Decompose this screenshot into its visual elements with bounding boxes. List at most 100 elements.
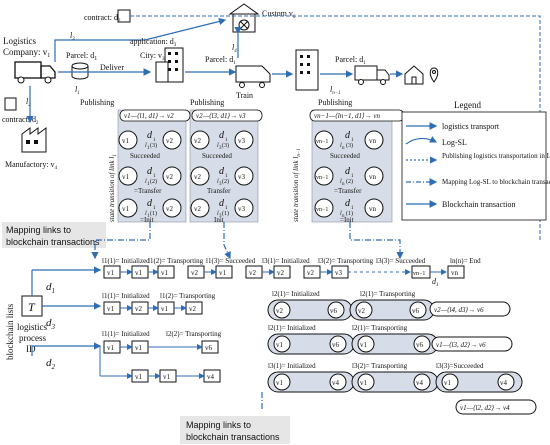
svg-text:v6: v6 [416,341,424,349]
svg-text:Init: Init [214,216,224,224]
legend-item-logsl: Log-SL [442,138,467,147]
home-icon [404,65,424,85]
transport-arrow-l3-top [54,17,227,62]
svg-text:v6: v6 [205,344,213,352]
svg-text:=Init: =Init [340,216,354,224]
svg-text:l: l [340,211,342,217]
contract-left-label: contract: d2 [2,115,39,126]
mapping-callout-bottom-line1: Mapping links to [186,420,251,430]
svg-text:v2: v2 [166,137,174,145]
svg-text:v1: v1 [219,269,227,277]
svg-text:1: 1 [351,206,354,211]
svg-text:v1: v1 [161,269,169,277]
svg-text:v4: v4 [207,373,215,381]
mapping-line-1 [91,222,151,260]
contract-icon [117,9,131,23]
svg-text:1: 1 [351,174,354,179]
chain-row-d2-capsules-1: l2(1)= Initialized v1 v6 l2(1)= Transpor… [267,324,513,355]
svg-text:v1: v1 [276,379,284,387]
parcel-label-2: Parcel: d1 [205,55,236,66]
panel-header-text-1: v1—⟨l1, d1⟩→ v2 [124,112,174,120]
svg-text:1: 1 [147,182,150,187]
parcel-label-1: Parcel: d1 [66,51,97,62]
svg-text:d: d [345,130,351,141]
location-pin-icon [429,67,439,83]
svg-text:d: d [147,130,153,141]
svg-text:v1: v1 [444,379,452,387]
logistics-id-line2: process [19,333,46,343]
mapping-callout-top [2,222,106,248]
link-l3-label: l3 [70,31,75,42]
office-building-icon [295,49,319,91]
factory-icon [21,127,47,153]
svg-text:l1(1)= Initialized: l1(1)= Initialized [102,292,150,300]
svg-text:=Transfer: =Transfer [134,187,162,195]
svg-text:l2(1)= Initialized: l2(1)= Initialized [272,290,320,298]
svg-text:v3: v3 [335,269,343,277]
svg-text:(2): (2) [150,178,157,185]
mapping-callout-top-line2: blockchain transactions [6,237,100,247]
svg-text:1: 1 [153,138,156,143]
svg-text:l1(2)= Transporting: l1(2)= Transporting [160,292,216,300]
svg-text:vn−1: vn−1 [316,139,328,145]
legend-swatch-logsl [405,136,438,145]
link-ln1-label: ln−1 [330,85,341,96]
svg-text:d: d [147,198,153,209]
svg-text:Succeeded: Succeeded [202,152,232,160]
svg-text:=Transfer: =Transfer [334,187,362,195]
link-l1-label: l1 [75,85,80,96]
svg-text:n: n [342,146,345,151]
svg-text:l3(2)= Transporting: l3(2)= Transporting [352,362,408,370]
svg-text:(2): (2) [346,178,353,185]
chain-row-d2: l1(1)= Initialized l2(2)= Transporting v… [99,330,222,383]
legend-item-blockchain: Blockchain transaction [442,200,516,209]
svg-text:v1: v1 [135,344,143,352]
svg-text:v6: v6 [330,307,338,315]
svg-text:=Init: =Init [140,216,154,224]
svg-text:v2: v2 [249,269,257,277]
svg-text:l: l [217,211,219,217]
svg-text:(3): (3) [150,142,157,149]
svg-text:1: 1 [225,138,228,143]
chain-row-d3-capsules: v2 v6 l2(1)= Initialized v2 v6 l2(1)= Tr… [267,290,511,321]
svg-text:d: d [219,166,225,177]
deliver-label: Deliver [100,63,124,72]
svg-text:v2: v2 [189,305,197,313]
blockchain-lists-label: blockchain lists [5,303,15,360]
svg-text:(2): (2) [222,178,229,185]
svg-text:v1—⟨l2, d2⟩→ v4: v1—⟨l2, d2⟩→ v4 [460,404,510,412]
svg-text:v3: v3 [238,173,246,181]
svg-text:l: l [217,143,219,149]
svg-text:v2: v2 [135,305,143,313]
panel-header-1 [119,109,191,122]
svg-text:l2(1)= Transporting: l2(1)= Transporting [352,324,408,332]
svg-text:v2: v2 [276,307,284,315]
svg-text:3: 3 [219,182,222,187]
svg-text:v2—⟨l4, d3⟩→ v6: v2—⟨l4, d3⟩→ v6 [434,306,484,314]
svg-text:v1: v1 [122,205,130,213]
mapping-callout-bottom-line2: blockchain transactions [186,432,280,442]
svg-text:l2(1)= Transporting: l2(1)= Transporting [360,290,416,298]
svg-text:3: 3 [219,146,222,151]
svg-text:v1—⟨l3, d2⟩→ v6: v1—⟨l3, d2⟩→ v6 [436,341,486,349]
panel-header-text-2: v2—⟨l3, d1⟩→ v3 [196,112,246,120]
svg-text:v2: v2 [166,205,174,213]
chain-row-d2-capsules-2: l3(1)= Initialized v1 v4 l3(2)= Transpor… [267,362,537,415]
logistics-id-line3: ID [26,344,36,354]
svg-text:l: l [217,179,219,185]
train-icon [235,65,271,88]
svg-text:1: 1 [147,214,150,219]
mapping-line-3 [349,222,404,260]
truck-icon-2 [354,65,390,85]
svg-text:(1): (1) [222,210,229,217]
chain-d2-label: d2 [46,357,56,371]
legend-item-mapping: Mapping Log-SL to blockchain transaction [442,178,550,186]
chain-d1-label: d1 [46,281,55,295]
svg-text:v2: v2 [277,269,285,277]
svg-text:v3: v3 [238,205,246,213]
svg-text:l3(3)= Succeeded: l3(3)= Succeeded [376,257,426,265]
svg-text:v1: v1 [360,379,368,387]
svg-text:v4: v4 [500,379,508,387]
